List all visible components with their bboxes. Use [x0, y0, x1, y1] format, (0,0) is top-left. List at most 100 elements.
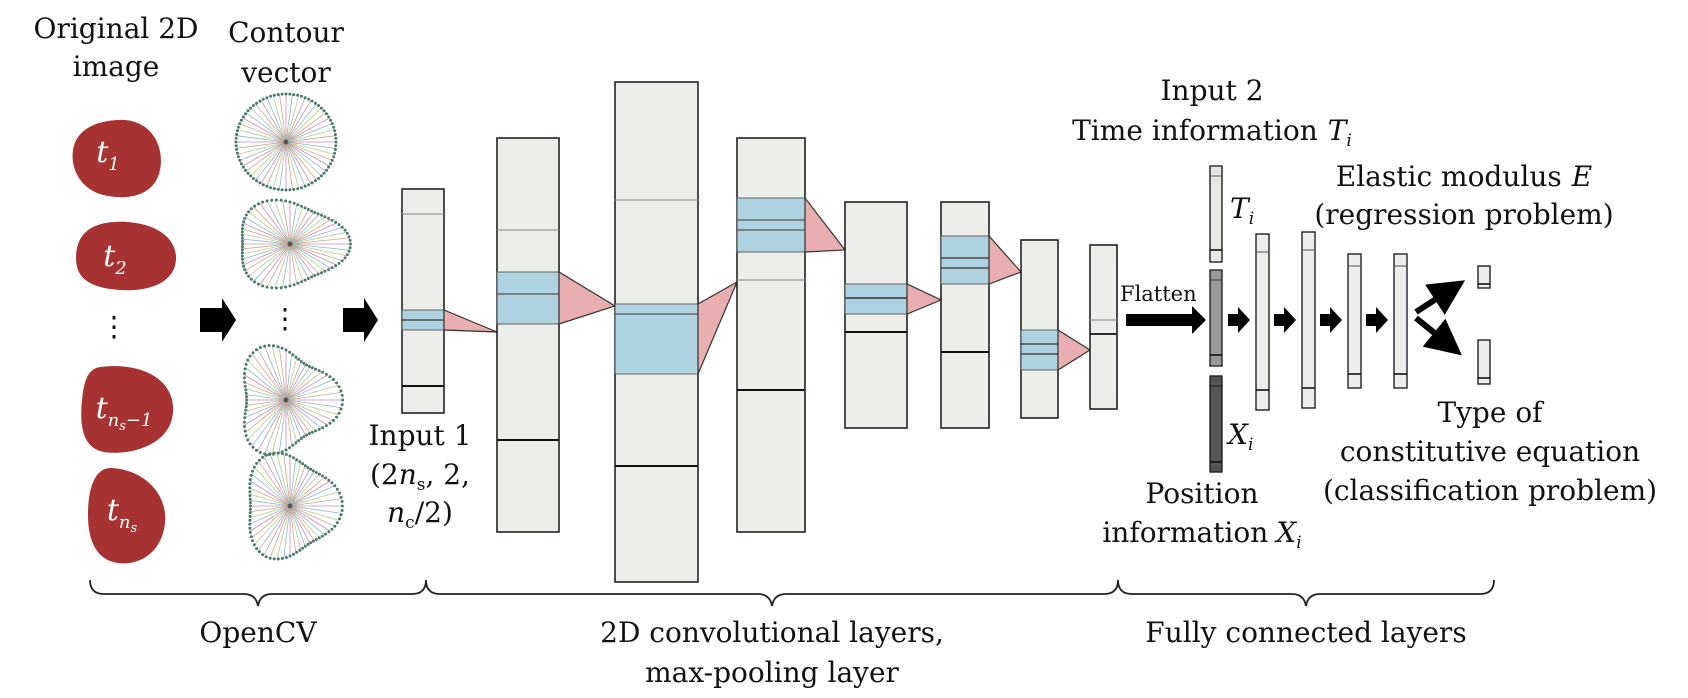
contour-ray — [253, 243, 291, 282]
contour-ray — [251, 353, 287, 401]
contour-point — [324, 372, 328, 376]
contour-ray — [289, 214, 320, 245]
contour-point — [276, 345, 280, 349]
contour-point — [261, 183, 265, 187]
contour-ray — [242, 243, 291, 260]
contour-point — [340, 225, 344, 229]
contour-point — [256, 202, 260, 206]
contour-point — [239, 118, 243, 122]
contour-point — [343, 228, 347, 232]
contour-point — [322, 171, 326, 175]
contour-point — [314, 367, 318, 371]
contour-ray — [285, 364, 307, 401]
contour-point — [240, 254, 244, 258]
contour-point — [248, 486, 252, 490]
contour-point — [337, 385, 341, 389]
contour-point — [248, 530, 252, 534]
contour-ray — [272, 95, 287, 143]
contour-point — [294, 355, 298, 359]
contour-point — [242, 264, 245, 268]
contour-point — [244, 168, 247, 172]
contour-ray — [285, 135, 336, 143]
contour-point — [314, 429, 318, 433]
contour-point — [255, 179, 259, 183]
contour-ray — [289, 485, 335, 507]
contour-point — [338, 491, 341, 495]
contour-point — [243, 384, 247, 388]
contour-ray — [249, 480, 291, 507]
contour-point — [240, 248, 244, 252]
contour-point — [335, 381, 338, 385]
contour-ray — [276, 452, 291, 507]
contour-point — [251, 351, 255, 355]
contour-point — [300, 186, 303, 190]
contour-ray — [289, 209, 309, 245]
contour-ray — [244, 399, 287, 419]
contour-vector-group — [234, 92, 352, 561]
conv-layer-group — [401, 81, 1118, 583]
contour-ray — [289, 505, 315, 541]
contour-ray — [246, 141, 287, 172]
time-step-label: t2 — [103, 239, 127, 279]
contour-point — [333, 129, 337, 133]
contour-ray — [242, 238, 291, 245]
contour-ray — [289, 243, 350, 251]
contour-point — [327, 165, 331, 169]
contour-point — [248, 514, 252, 518]
contour-point — [330, 266, 334, 270]
contour-point — [284, 285, 288, 289]
contour-point — [329, 118, 333, 122]
contour-ray — [285, 94, 293, 143]
contour-point — [243, 416, 247, 420]
contour-point — [291, 443, 295, 447]
contour-point — [302, 361, 306, 365]
contour-point — [284, 188, 288, 192]
brace-fc — [1117, 579, 1495, 607]
contour-point — [246, 438, 250, 442]
contour-point — [249, 174, 253, 178]
contour-point — [258, 346, 262, 349]
contour-point — [330, 158, 334, 162]
contour-point — [241, 261, 245, 265]
contour-point — [297, 439, 301, 443]
contour-ray — [289, 231, 347, 245]
contour-point — [249, 277, 253, 281]
split-arrow-down-icon — [1414, 315, 1462, 356]
contour-ray — [289, 498, 342, 507]
contour-point — [303, 96, 307, 100]
contour-point — [340, 393, 344, 397]
vdots-left: ⋮ — [100, 310, 128, 343]
regression-problem-label: (regression problem) — [1314, 198, 1613, 231]
arrow-icon — [343, 298, 378, 342]
brace-conv — [425, 579, 1119, 607]
contour-point — [258, 181, 262, 185]
contour-point — [270, 198, 274, 202]
contour-point — [340, 403, 344, 407]
contour-ray — [271, 399, 287, 455]
contour-ray — [236, 141, 287, 149]
contour-point — [303, 464, 307, 468]
contour-ray — [269, 453, 291, 507]
contour-point — [310, 209, 314, 213]
contour-point — [297, 357, 301, 361]
contour-point — [248, 522, 252, 526]
contour-point — [334, 264, 338, 268]
contour-ray — [289, 505, 342, 514]
contour-ray — [255, 103, 287, 143]
contour-ray — [263, 456, 291, 507]
contour-ray — [285, 97, 306, 143]
contour-point — [243, 412, 247, 416]
contour-ray — [246, 112, 287, 143]
contour-ray — [237, 141, 287, 155]
contour-ray — [289, 216, 326, 245]
contour-point — [328, 421, 332, 425]
contour-ray — [285, 399, 302, 439]
time-symbol: Ti — [1230, 192, 1254, 229]
contour-point — [284, 556, 288, 559]
contour-point — [248, 511, 252, 515]
contour-point — [255, 461, 259, 465]
contour-ray — [289, 505, 306, 547]
